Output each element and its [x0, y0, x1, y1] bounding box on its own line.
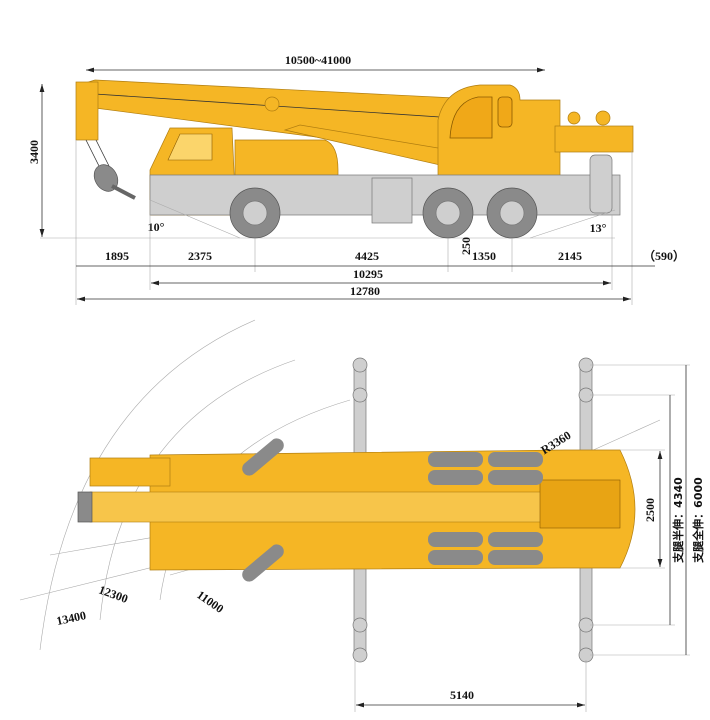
boom-top [89, 491, 561, 523]
operator-cab-window [449, 96, 493, 139]
rear-wheel-2-hub [499, 200, 525, 226]
outrigger-pad [352, 617, 368, 633]
wheels [229, 187, 538, 239]
approach-angle-line [149, 199, 241, 239]
outrigger-span-label: 5140 [450, 688, 474, 702]
rear-outrigger-box [589, 154, 613, 214]
top-view: R3360 2500 支腿半伸：4340 支腿全伸：6000 5140 1100… [19, 319, 705, 712]
winch-top [539, 479, 621, 529]
boom-head-top [77, 491, 93, 523]
outrigger-half-label: 支腿半伸：4340 [671, 477, 685, 564]
dim-front-overhang: 1895 [105, 249, 129, 263]
body-width-label: 2500 [643, 498, 657, 522]
tires-top [242, 438, 543, 582]
truck-cab-window [167, 133, 213, 161]
front-wheel-hub [242, 200, 268, 226]
operator-cab-side-window [497, 96, 513, 128]
radius-11000-label: 11000 [194, 588, 226, 616]
boom-head [75, 81, 99, 141]
radius-13400-label: 13400 [55, 608, 87, 628]
height-label: 3400 [27, 140, 41, 164]
rear-angle-label: 13° [590, 221, 607, 235]
counterweight [554, 125, 634, 153]
extension-lines [75, 140, 633, 305]
dim-rear-overhang: （590） [643, 248, 685, 263]
hoist-rope [85, 139, 101, 169]
counterweight-pin [567, 111, 581, 125]
front-angle-label: 10° [148, 220, 165, 234]
outrigger-pad [352, 357, 368, 373]
dim-segment-2: 2375 [188, 249, 212, 263]
dim-segment-4: 1350 [472, 249, 496, 263]
overall-length-label: 12780 [350, 284, 380, 298]
total-length-chassis: 10295 [353, 267, 383, 281]
boom-pin [264, 96, 280, 112]
engine-cover [234, 139, 339, 176]
dim-segment-5: 2145 [558, 249, 582, 263]
ground-clearance-label: 250 [459, 237, 473, 255]
hook-block [93, 164, 119, 192]
dim-segment-3: 4425 [355, 249, 379, 263]
boom-nose-top [89, 457, 171, 487]
outrigger-full-label: 支腿全伸：6000 [691, 477, 705, 564]
counterweight-pin [595, 110, 611, 126]
hoist-rope [95, 139, 111, 169]
departure-angle-line [529, 209, 616, 239]
boom-length-label: 10500~41000 [285, 53, 351, 67]
middle-outrigger-box [371, 177, 413, 224]
outrigger-pad [352, 647, 368, 663]
side-view: 10500~41000 3400 10° 13° 250 1895 2375 4… [27, 53, 685, 305]
hook [111, 184, 136, 200]
outrigger-pad [352, 387, 368, 403]
rear-wheel-1-hub [435, 200, 461, 226]
